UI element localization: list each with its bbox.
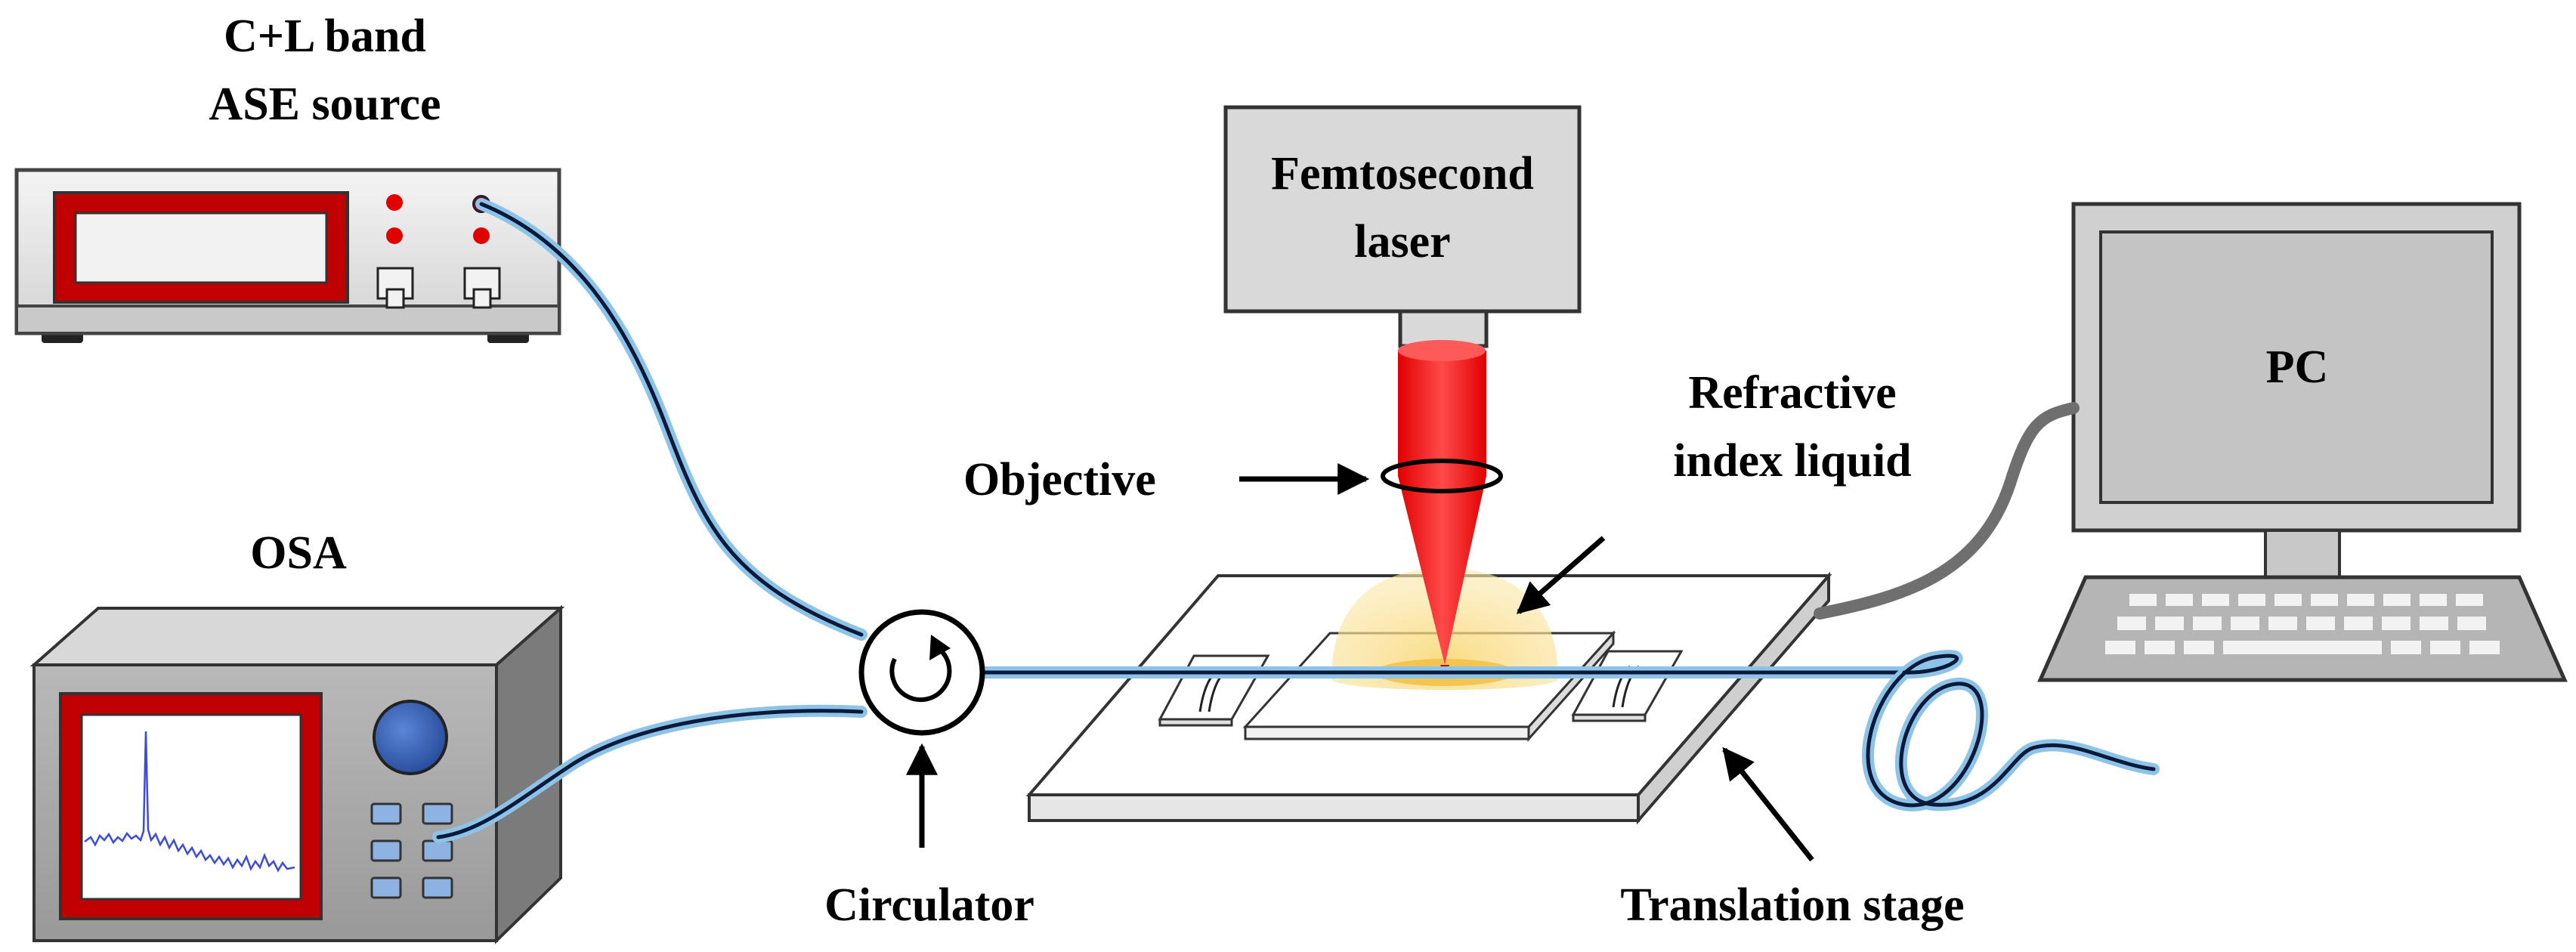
fiber-circulator-to-osa [432, 704, 867, 843]
pc-label: PC [2266, 342, 2329, 393]
ase-led-icon [386, 194, 403, 211]
ase-led-icon [473, 227, 490, 244]
slide-front [1244, 725, 1530, 740]
pc-screen [2099, 230, 2494, 504]
circulator [858, 609, 985, 736]
stage-pointer-arrow [1722, 746, 1814, 862]
ase-source [14, 168, 561, 343]
laser-box [1223, 105, 1582, 314]
osa-button [370, 839, 402, 862]
pc-cable [1814, 402, 2080, 620]
pc-computer: PC [2037, 202, 2568, 682]
stage-front-face [1028, 793, 1640, 822]
femtosecond-laser: Femtosecond laser [1223, 105, 1582, 348]
osa-button [422, 802, 453, 825]
circulator-rotation-icon [889, 649, 952, 703]
ase-source-label: C+L band ASE source [209, 11, 441, 130]
laser-label-line2: laser [1354, 216, 1450, 267]
objective-lens-icon [1381, 459, 1503, 493]
ase-display [74, 212, 328, 284]
pc-monitor-neck [2264, 529, 2341, 579]
ase-label-line1: C+L band [224, 11, 426, 62]
ri-liquid-label-line1: Refractive [1688, 367, 1896, 419]
laser-beam [1398, 340, 1486, 676]
osa-top-face [29, 607, 565, 666]
osa-button [370, 876, 402, 899]
objective-label: Objective [963, 454, 1156, 505]
fiber-ase-to-circulator [475, 198, 867, 641]
fiber-circulator-to-stage [976, 666, 1910, 680]
translation-stage-label: Translation stage [1620, 879, 1964, 931]
osa-knob-icon [373, 700, 448, 775]
circulator-label: Circulator [824, 879, 1034, 931]
liquid-pointer-arrow [1516, 536, 1606, 614]
ase-base [15, 304, 561, 335]
osa-button [370, 802, 402, 825]
beam-collimated [1398, 351, 1486, 476]
circulator-body [858, 609, 985, 736]
ase-label-line2: ASE source [209, 79, 441, 130]
ase-led-icon [386, 227, 403, 244]
fiber-coil-icon [1862, 650, 2160, 811]
osa-button [422, 876, 453, 899]
osa-screen [80, 713, 302, 901]
laser-label-line1: Femtosecond [1271, 148, 1534, 199]
beam-focused [1398, 476, 1486, 665]
osa-spectrum-trace [84, 731, 295, 873]
osa-label: OSA [250, 527, 347, 579]
pc-keyboard-keys [2105, 594, 2500, 654]
osa-button [422, 839, 453, 862]
osa-instrument [29, 604, 565, 944]
ri-liquid-label-line2: index liquid [1673, 435, 1911, 487]
